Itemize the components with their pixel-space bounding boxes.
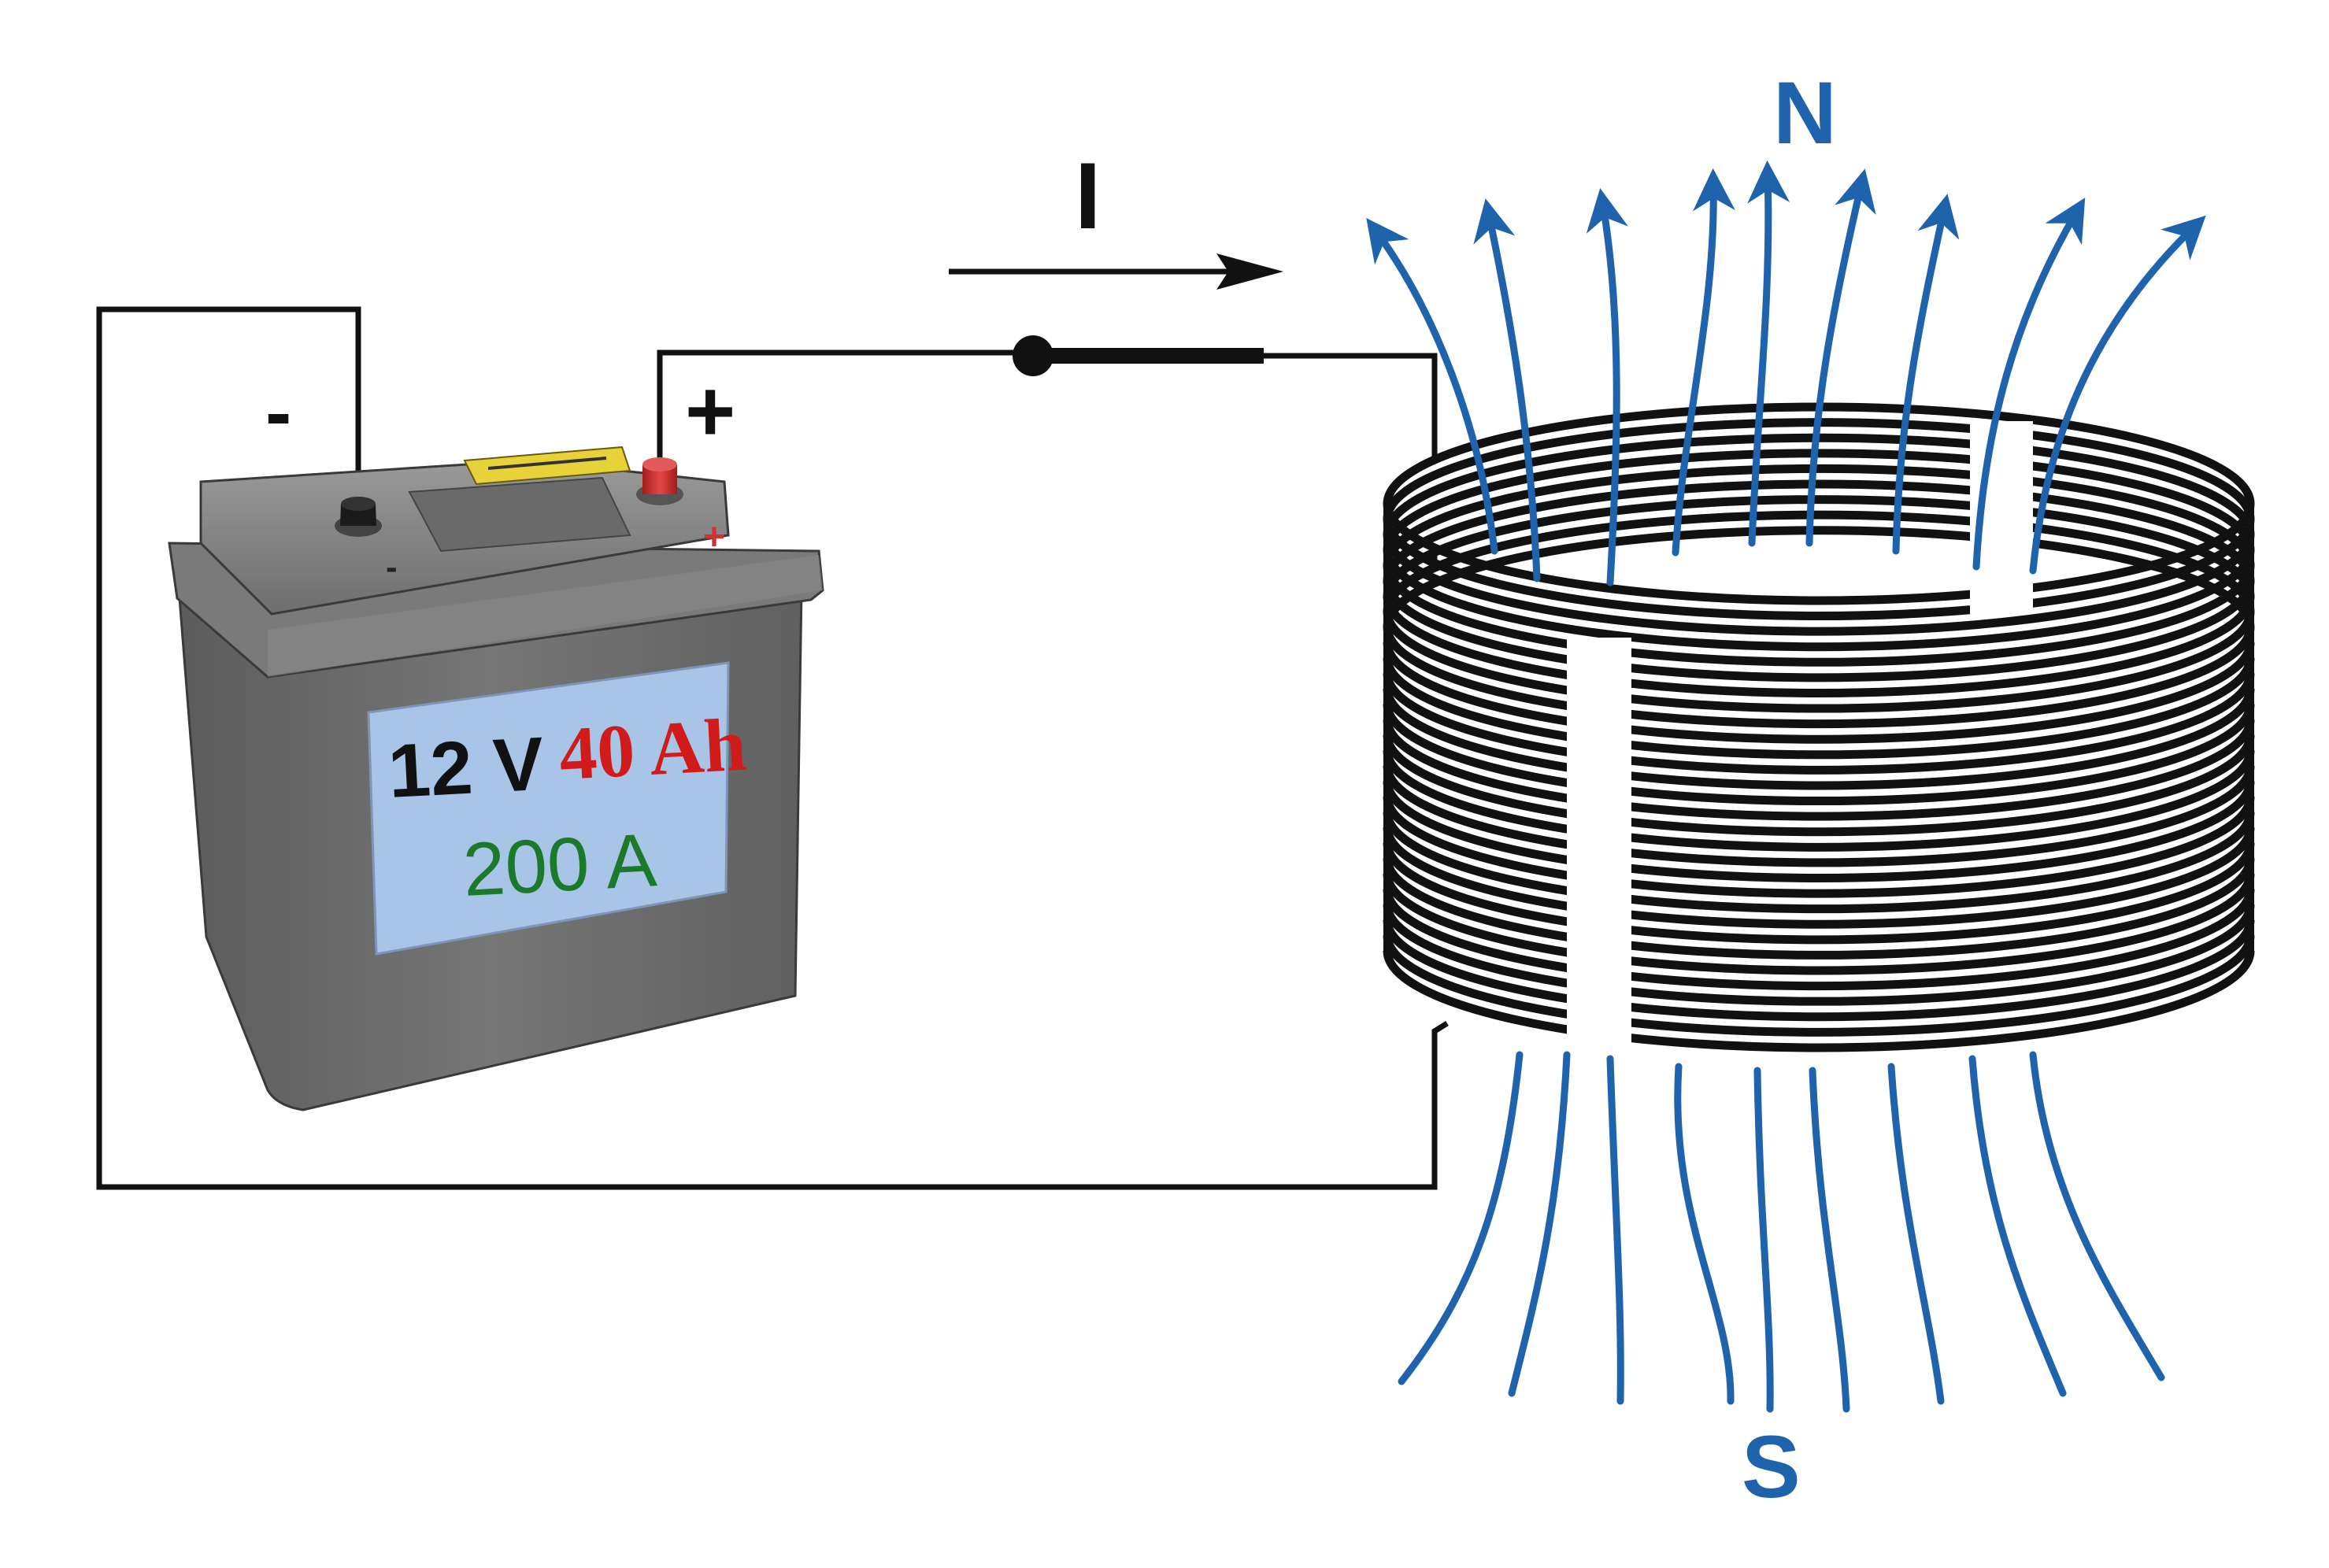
coil-turn — [1383, 797, 2255, 898]
field-line-south — [1508, 1051, 1571, 1397]
coil-turn — [1383, 719, 2255, 821]
coil-turn — [1383, 889, 2255, 991]
coil-turn — [1383, 612, 2255, 713]
battery-capacity: 40 Ah — [557, 702, 748, 796]
sticker-text-line — [487, 457, 607, 470]
field-line-south — [1606, 1055, 1624, 1405]
field-line-south — [1809, 1067, 1850, 1413]
field-line-north — [1805, 168, 1876, 547]
coil-turn — [1383, 873, 2255, 975]
negative-terminal-label: - — [265, 368, 291, 457]
coil-turn-back — [1383, 479, 2255, 582]
coil-highlight-front — [1567, 638, 1631, 1047]
coil-turn — [1383, 904, 2255, 1006]
coil-turn — [1383, 935, 2255, 1037]
field-line-north — [1366, 218, 1498, 555]
negative-terminal-cap — [341, 497, 376, 511]
wire-junction-dot — [1013, 335, 1053, 376]
case-negative-mark: - — [386, 548, 398, 586]
coil-turn — [1383, 565, 2255, 667]
solenoid-coil — [1383, 402, 2255, 1052]
current-arrow-icon — [1216, 253, 1283, 290]
battery-top-cover — [408, 476, 631, 553]
coil-turn-back — [1383, 449, 2255, 550]
negative-wire — [96, 306, 1449, 1190]
coil-turn — [1383, 858, 2255, 960]
coil-turn-back — [1383, 495, 2255, 597]
battery-lid-front — [268, 555, 823, 677]
coil-turn — [1383, 596, 2255, 697]
coil-turn — [1383, 734, 2255, 837]
coil-turn — [1383, 549, 2255, 652]
coil-turn — [1383, 688, 2255, 790]
field-line-north — [1892, 194, 1960, 555]
battery-voltage: 12 V — [386, 722, 546, 814]
battery-label-panel — [367, 661, 730, 956]
coil-turn — [1383, 812, 2255, 914]
coil-turn — [1383, 627, 2255, 729]
current-indicator: I — [949, 143, 1283, 290]
positive-wire — [657, 349, 1024, 460]
field-line-south — [1398, 1051, 1524, 1385]
field-line-north — [2029, 215, 2206, 575]
positive-terminal-label: + — [685, 363, 735, 460]
battery-warning-sticker — [463, 446, 631, 486]
magnetic-field-lines — [1366, 160, 2206, 1413]
north-pole-label: N — [1773, 64, 1837, 162]
coil-turn-back — [1383, 526, 2255, 627]
coil-turn — [1383, 580, 2255, 682]
coil-turn — [1383, 781, 2255, 883]
field-line-south — [1753, 1067, 1774, 1413]
field-line-south — [1887, 1063, 1945, 1405]
coil-turn-back — [1383, 464, 2255, 566]
coil-turn — [1383, 950, 2255, 1052]
coil-turn — [1383, 750, 2255, 852]
coil-turn — [1383, 657, 2255, 760]
circuit-wires — [96, 306, 1449, 1190]
field-line-south — [1968, 1055, 2067, 1397]
coil-turn — [1383, 673, 2255, 775]
south-pole-label: S — [1742, 1418, 1801, 1516]
coil-turn — [1383, 642, 2255, 744]
coil-turn — [1383, 919, 2255, 1022]
positive-terminal-cap — [642, 457, 677, 472]
coil-turn — [1383, 704, 2255, 806]
battery-current-rating: 200 A — [461, 818, 658, 912]
field-line-south — [1674, 1063, 1735, 1405]
car-battery-icon: - + 12 V 40 Ah 200 A — [168, 446, 824, 1111]
coil-turn — [1383, 765, 2255, 867]
case-positive-mark: + — [703, 516, 725, 558]
coil-turn-back — [1383, 510, 2255, 612]
current-label: I — [1075, 143, 1101, 249]
field-line-north — [1747, 160, 1790, 547]
field-line-north — [1672, 168, 1735, 557]
field-line-south — [2029, 1051, 2165, 1381]
field-line-north — [1972, 198, 2086, 571]
coil-turn — [1383, 827, 2255, 929]
field-line-north — [1473, 198, 1541, 582]
coil-turn — [1383, 842, 2255, 945]
field-line-north — [1586, 188, 1629, 586]
